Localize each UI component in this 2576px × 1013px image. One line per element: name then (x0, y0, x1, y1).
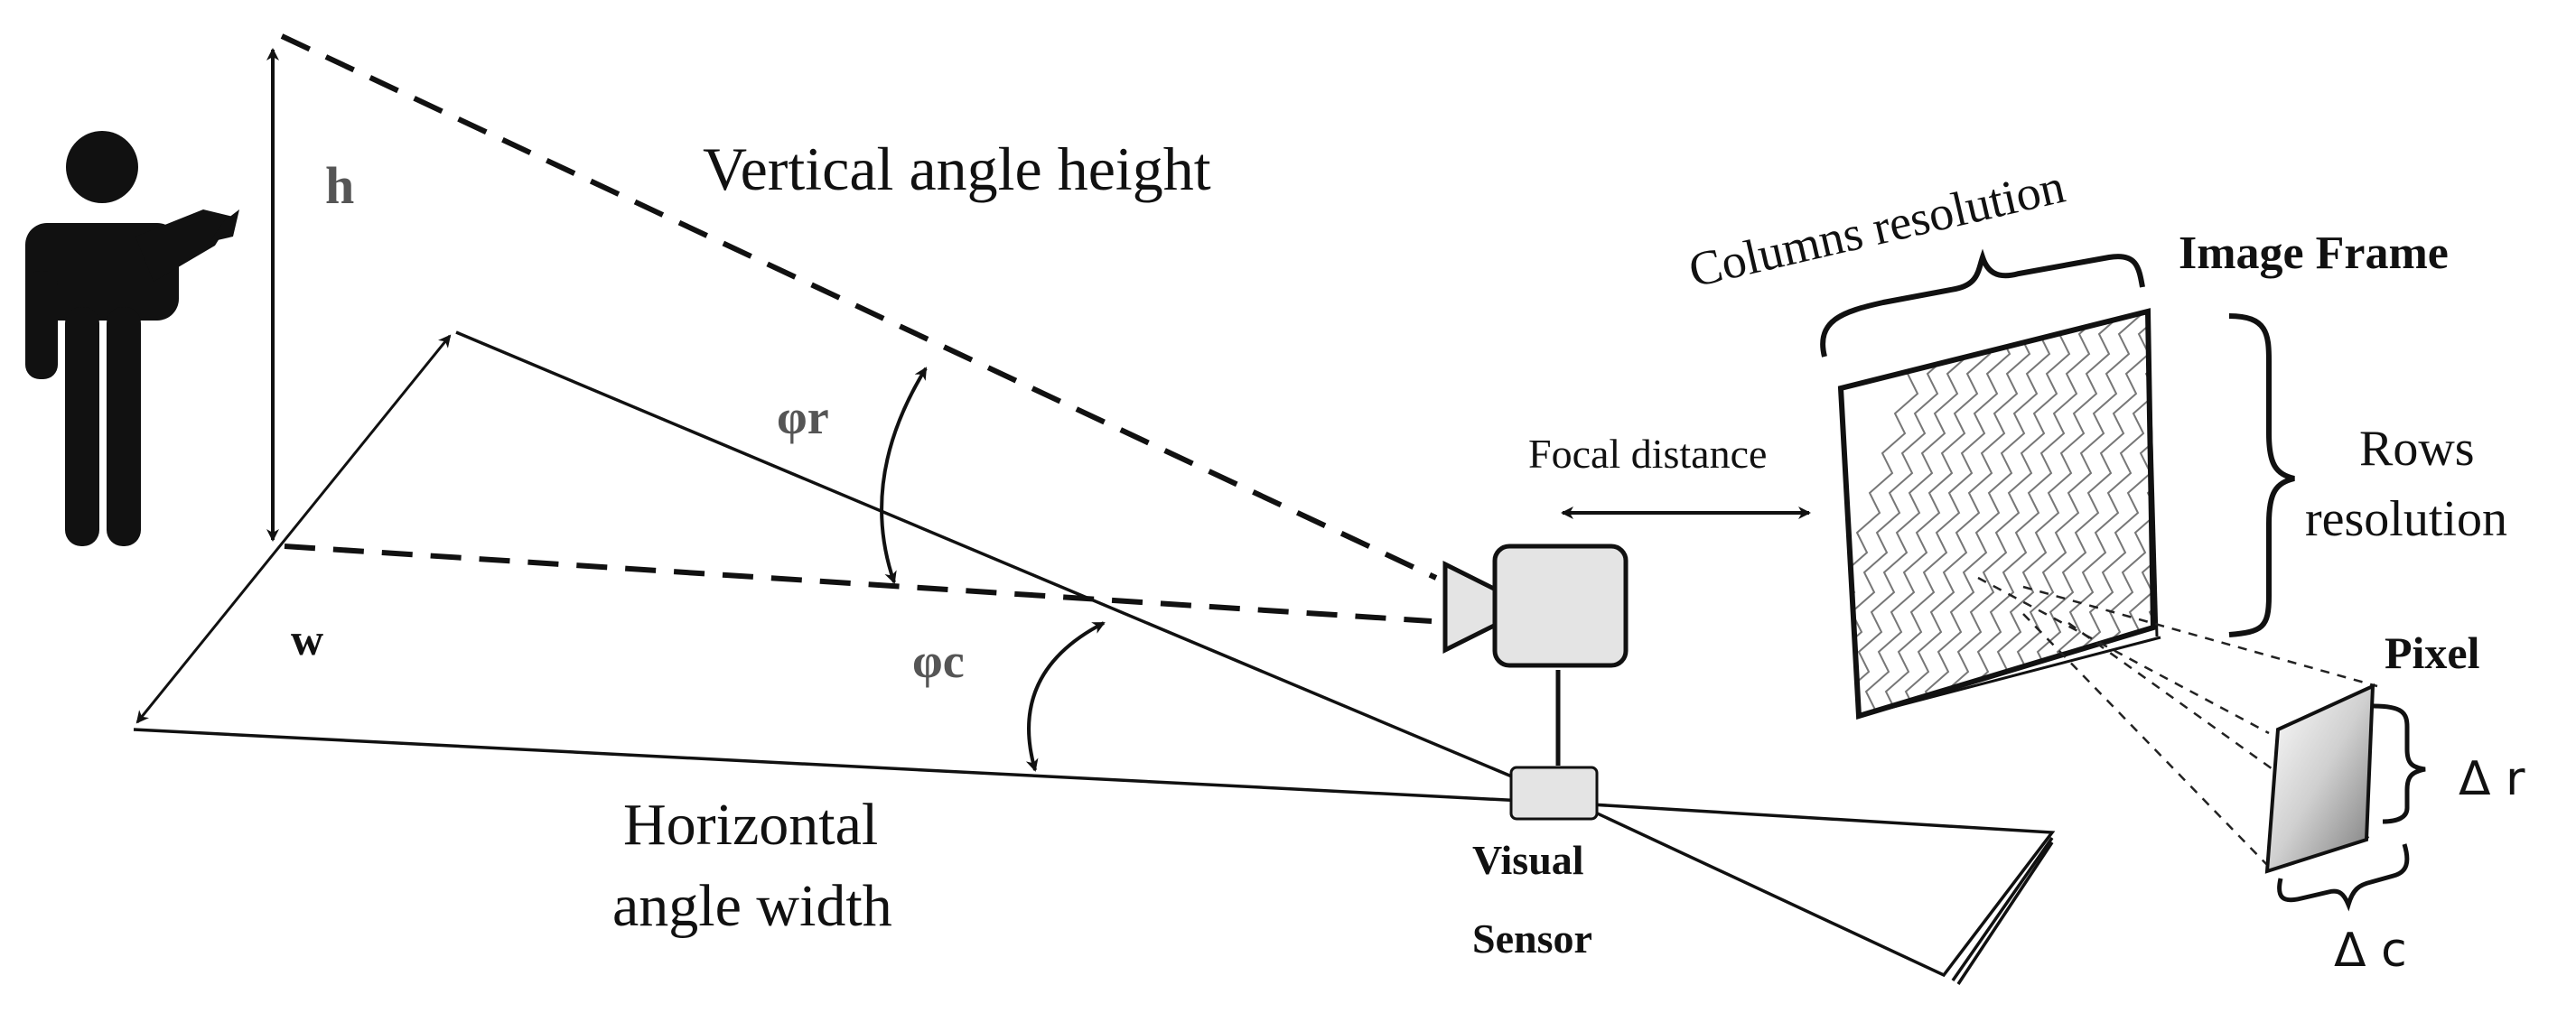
vertical-angle-height-label: Vertical angle height (703, 135, 1211, 203)
h-label: h (325, 156, 354, 215)
image-frame-label: Image Frame (2179, 228, 2449, 279)
pixel-grid-line (2095, 311, 2153, 716)
pixel-grid-line (2015, 311, 2153, 716)
delta-c-label: Δ c (2334, 924, 2407, 978)
sensor-box-icon (1509, 766, 1599, 821)
w-dimension-arrow (135, 334, 452, 724)
rows-resolution-label-line2: resolution (2305, 491, 2507, 547)
visual-sensor-label-line2: Sensor (1472, 915, 1592, 962)
rows-resolution-brace (2228, 313, 2295, 637)
pixel-grid-line (1856, 311, 2017, 716)
phi-c-angle-arc (1025, 621, 1106, 772)
pixel-grid-line (2155, 255, 2313, 731)
rows-resolution-label-line1: Rows (2359, 421, 2475, 477)
pixel-grid-line (1896, 311, 2057, 716)
phi-r-angle-arc (880, 367, 928, 584)
video-camera-icon (1442, 544, 1629, 766)
pixel-grid-line (1841, 311, 1977, 716)
pixel-grid-line (1975, 311, 2136, 716)
pixel-grid-line (2114, 311, 2153, 716)
focal-distance-label: Focal distance (1528, 431, 1767, 477)
pixel-grid-line (1841, 311, 1957, 716)
pixel-grid-line (2035, 311, 2153, 716)
horizontal-angle-width-label-line1: Horizontal (623, 792, 878, 858)
delta-c-brace (2277, 843, 2410, 912)
phi-c-label: φc (912, 634, 965, 688)
pixel-grid-line (2134, 311, 2153, 716)
delta-r-label: Δ r (2459, 752, 2525, 806)
pixel-grid-line (1995, 311, 2153, 716)
horizontal-angle-lines (133, 330, 2056, 985)
pixel-grid-line (1955, 311, 2116, 716)
w-label: w (291, 614, 323, 664)
pixel-grid-line (1841, 311, 1997, 716)
person-icon (25, 131, 239, 546)
horizontal-angle-width-label-line2: angle width (612, 873, 892, 939)
phi-r-label: φr (777, 390, 829, 444)
pixel-label: Pixel (2385, 627, 2480, 678)
pixel-grid-line (1876, 311, 2037, 716)
vertical-angle-lines (280, 33, 1438, 624)
pixel-shape (2264, 683, 2375, 874)
columns-resolution-brace (1820, 248, 2145, 358)
visual-sensor-label-line1: Visual (1472, 837, 1584, 883)
delta-r-brace (2373, 703, 2426, 824)
